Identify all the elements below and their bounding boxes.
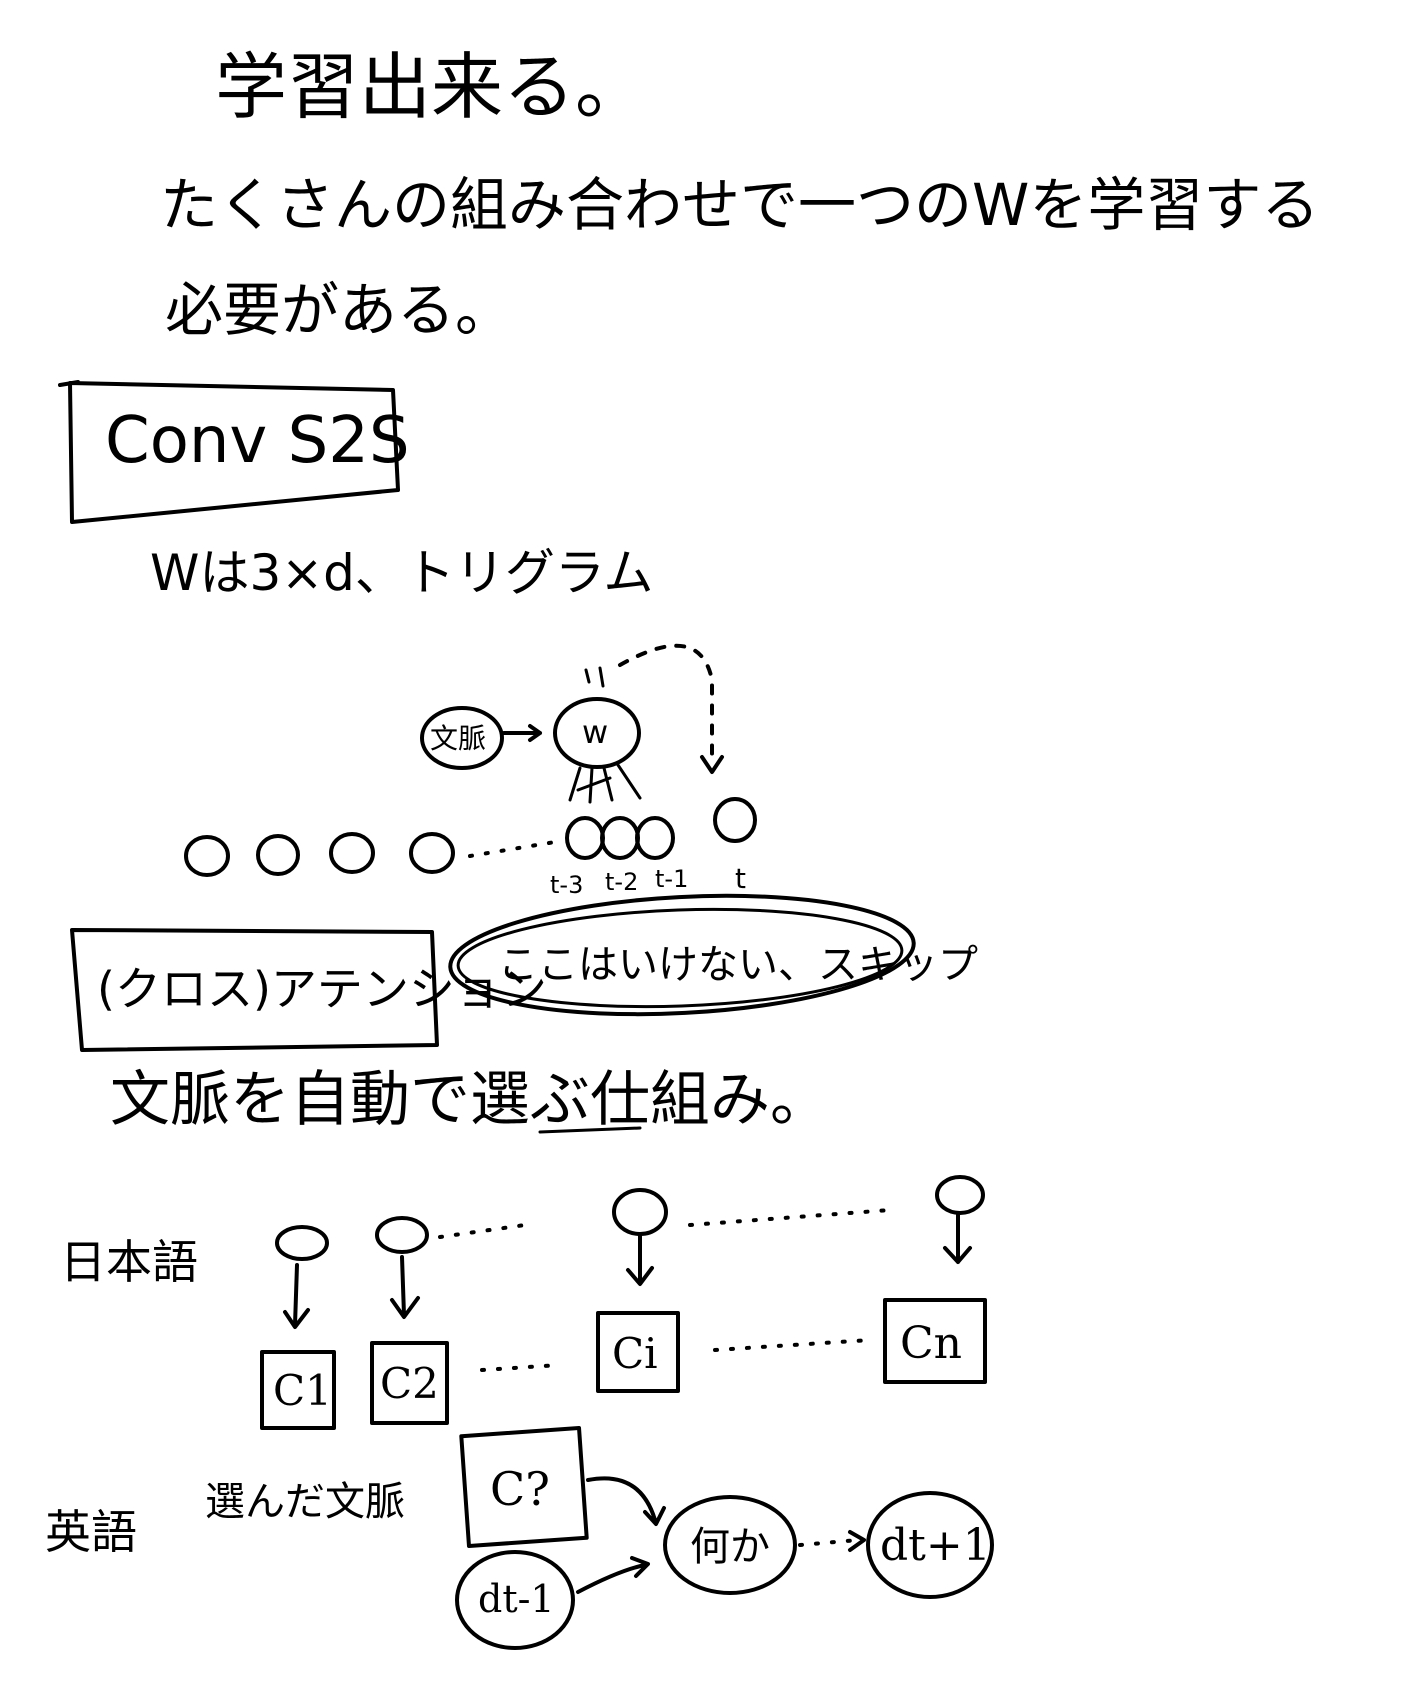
context-circle [420, 706, 504, 770]
note-line-1: 学習出来る。 [215, 45, 647, 129]
conv-s2s-title: Conv S2S [105, 404, 410, 478]
seq-circle [256, 834, 300, 876]
something-label: 何か [690, 1524, 770, 1570]
arrow-down-cn [943, 1213, 972, 1264]
source-circle [612, 1188, 668, 1236]
context-ellipsis-2 [713, 1338, 872, 1352]
context-box-ci [596, 1311, 680, 1393]
something-to-next-arrow [798, 1538, 860, 1547]
context-to-w-arrow [502, 724, 542, 742]
something-circle [663, 1495, 797, 1595]
seq-circle [329, 832, 375, 874]
ctx-to-something-arrow [586, 1476, 666, 1526]
sequence-circles [184, 797, 757, 877]
w-input-scribble [576, 776, 612, 792]
prev-token-label: dt-1 [478, 1577, 555, 1621]
seq-circle [635, 816, 675, 860]
skip-oval-outer [448, 893, 916, 1017]
context-box-cn-label: Cn [900, 1318, 962, 1369]
index-t-1: t-1 [655, 865, 688, 893]
note-line-2: たくさんの組み合わせで一つのWを学習する [160, 171, 1319, 239]
arrow-down-ci [626, 1234, 654, 1286]
seq-ellipsis [468, 840, 557, 858]
index-t-2: t-2 [605, 868, 638, 896]
selected-context-box-label: C? [490, 1462, 550, 1516]
prev-token-circle [455, 1550, 575, 1650]
seq-circle [565, 816, 605, 860]
seq-circle [600, 816, 640, 860]
context-circle-label: 文脈 [430, 722, 486, 755]
w-top-marks [584, 666, 605, 688]
seq-circle [409, 832, 455, 874]
w-circle-label: w [582, 713, 608, 751]
conv-s2s-box [68, 381, 400, 524]
selected-context-label: 選んだ文脈 [205, 1479, 405, 1525]
prev-to-something-arrow [576, 1556, 650, 1594]
source-language-label: 日本語 [60, 1235, 198, 1289]
skip-oval-inner [456, 907, 904, 1009]
w-input-lines [568, 763, 642, 804]
next-token-circle [866, 1491, 994, 1599]
context-box-c1 [260, 1350, 336, 1430]
arrow-down-c2 [390, 1255, 420, 1319]
w-skip-arc [618, 643, 714, 762]
target-language-label: 英語 [45, 1505, 137, 1559]
seq-circle-target [713, 797, 757, 843]
skip-oval-label: ここはいけない、スキップ [498, 942, 978, 988]
next-token-label: dt+1 [880, 1520, 991, 1571]
index-t: t [735, 862, 746, 895]
context-box-ci-label: Ci [612, 1329, 658, 1378]
conv-s2s-box-tick [58, 380, 80, 387]
context-box-cn [883, 1298, 987, 1384]
note-line-3: 必要がある。 [165, 276, 513, 344]
context-box-c2-label: C2 [380, 1359, 439, 1408]
source-ellipsis [438, 1223, 527, 1239]
source-circle [375, 1216, 429, 1254]
attention-box [70, 928, 439, 1052]
context-box-c2 [370, 1341, 449, 1425]
source-ellipsis-2 [688, 1208, 892, 1227]
attention-label: (クロス)アテンション [97, 962, 547, 1016]
context-box-c1-label: C1 [273, 1366, 332, 1415]
underline-select [538, 1126, 642, 1134]
context-selection-note: 文脈を自動で選ぶ仕組み。 [110, 1065, 830, 1135]
selected-context-box [459, 1426, 589, 1548]
source-circle [935, 1175, 985, 1215]
something-to-next-arrowhead [848, 1530, 866, 1552]
w-circle [553, 697, 641, 769]
w-skip-arrowhead [700, 755, 724, 774]
context-ellipsis [480, 1363, 562, 1372]
source-circle [275, 1225, 329, 1261]
index-t-3: t-3 [550, 871, 583, 899]
arrow-down-c1 [283, 1263, 310, 1329]
w-trigram-note: Wは3×d、トリグラム [150, 544, 653, 602]
seq-circle [184, 835, 230, 877]
